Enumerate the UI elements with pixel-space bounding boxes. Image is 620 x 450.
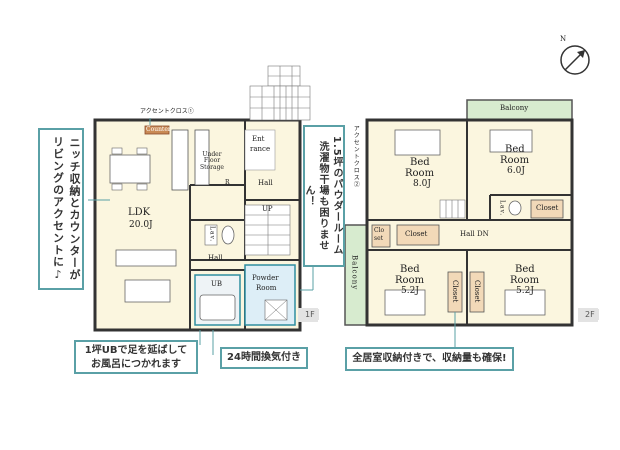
- floor2-plan: [344, 99, 598, 350]
- ldk-size: 20.0J: [129, 220, 153, 230]
- lav-2f-label: Lav.: [498, 200, 506, 217]
- dining-table: [109, 154, 151, 184]
- bed3-label-a: Bed: [400, 264, 420, 275]
- bed2-furniture: [489, 129, 533, 153]
- under-floor-storage-label: Under Floor Storage: [200, 151, 224, 171]
- closet-right-label: Closet: [536, 204, 559, 212]
- bed1-size: 8.0J: [413, 179, 431, 189]
- compass: [560, 45, 590, 75]
- hall-upper-label: Hall: [258, 179, 273, 187]
- lav-1f-label: Lav.: [208, 226, 216, 243]
- closet-small: [371, 224, 391, 248]
- ub-callout-line1: 1坪UBで足を延ばして: [84, 345, 188, 356]
- hall-dn-label: Hall DN: [460, 230, 489, 238]
- bed1-label-a: Bed: [410, 157, 430, 168]
- closet-vertical-2: [469, 271, 485, 313]
- closet-mid: [396, 224, 440, 246]
- bed2-label-a: Bed: [505, 144, 525, 155]
- bed2-size: 6.0J: [507, 166, 525, 176]
- balcony-left-label: Balcony: [350, 255, 359, 291]
- bed1-furniture: [394, 129, 441, 156]
- bed3-furniture: [384, 289, 426, 316]
- ldk-label: LDK: [128, 207, 151, 218]
- bed4-furniture: [504, 289, 546, 316]
- powder-room-label-a: Powder: [252, 274, 279, 282]
- bed4-label-a: Bed: [515, 264, 535, 275]
- vent-callout: 24時間換気付き: [220, 347, 308, 369]
- powder-callout: 1.5坪のパウダールーム洗濯物干場も困りません！: [303, 125, 345, 267]
- closet-mid-label: Closet: [405, 230, 428, 238]
- bed1-label-b: Room: [405, 168, 435, 179]
- entrance-label-b: rance: [250, 145, 271, 153]
- hall-lower-label: Hall: [208, 254, 223, 262]
- bed3-size: 5.2J: [401, 286, 419, 296]
- bed4-size: 5.2J: [516, 286, 534, 296]
- entrance-label-a: Ent: [252, 135, 265, 143]
- ub-callout-line2: お風呂につかれます: [91, 358, 181, 370]
- counter-label: Counter: [146, 126, 171, 133]
- floor1-plan: [88, 65, 318, 355]
- niche-counter: [144, 125, 170, 135]
- storage-callout: 全居室収納付きで、収納量も確保!: [345, 347, 514, 371]
- accent-cross-2-label: アクセントクロス②: [352, 125, 360, 188]
- floor2-badge: 2F: [581, 309, 599, 320]
- closet-small-label-b: set: [374, 235, 384, 242]
- up-label: UP: [262, 205, 273, 213]
- floor1-badge: 1F: [301, 309, 319, 320]
- closet-right: [530, 199, 564, 219]
- niche-callout: ニッチ収納とカウンターがリビングのアクセントに♪: [38, 128, 84, 290]
- sofa: [115, 249, 177, 267]
- closet-vertical-2-label: Closet: [473, 280, 481, 303]
- porch-tiles: [249, 65, 311, 121]
- bed4-label-b: Room: [510, 275, 540, 286]
- ub-label: UB: [211, 280, 223, 288]
- floor1-stairs: [244, 204, 291, 256]
- r-label: R: [225, 179, 230, 186]
- powder-room-label-b: Room: [256, 284, 277, 292]
- bed3-label-b: Room: [395, 275, 425, 286]
- closet-vertical-1-label: Closet: [451, 280, 459, 303]
- accent-cross-1-label: アクセントクロス①: [140, 108, 194, 115]
- living-table: [124, 279, 171, 303]
- bed2-label-b: Room: [500, 155, 530, 166]
- closet-small-label-a: Clo: [374, 227, 385, 234]
- balcony-top-label: Balcony: [500, 104, 529, 112]
- compass-letter: N: [560, 35, 567, 43]
- ub-callout: 1坪UBで足を延ばして お風呂につかれます: [74, 340, 198, 374]
